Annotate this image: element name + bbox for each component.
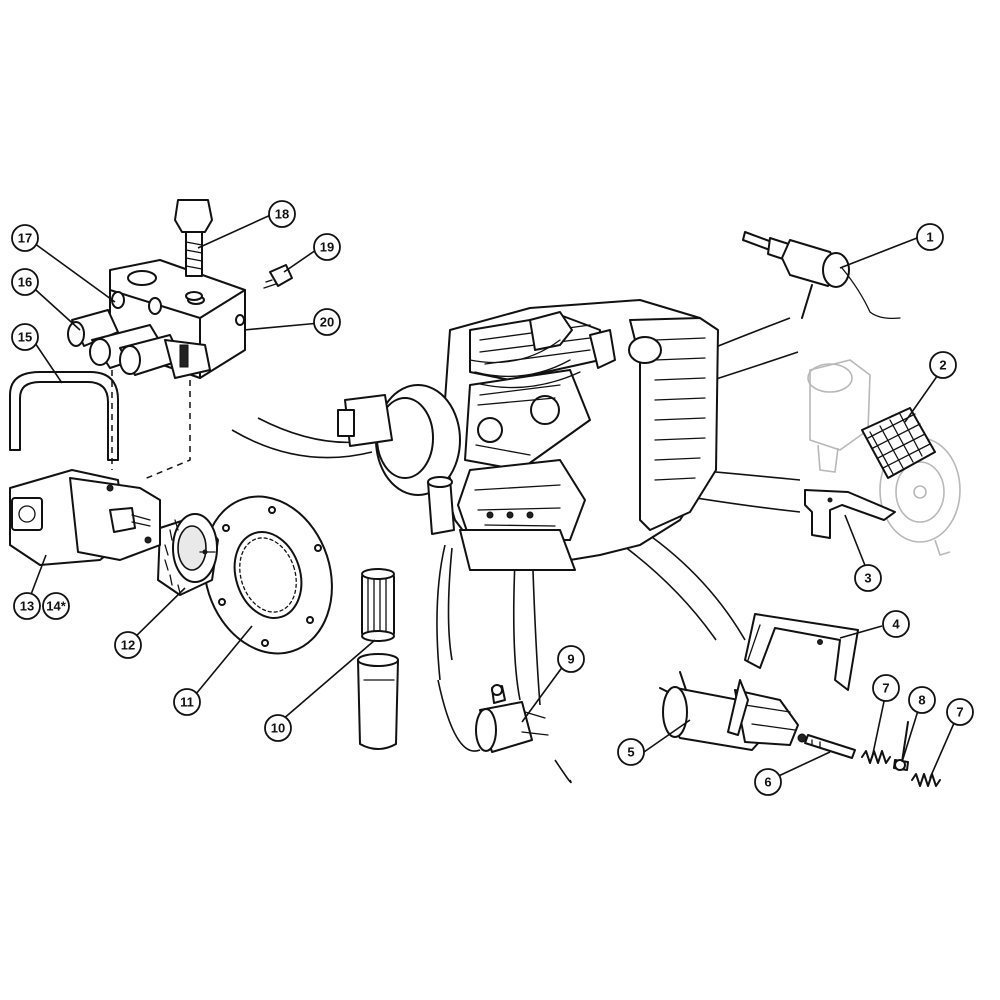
- callout-9: 9: [557, 645, 585, 673]
- callout-label: 14*: [46, 599, 66, 614]
- callout-label: 4: [892, 617, 900, 632]
- part-4-bracket: [744, 613, 859, 691]
- callout-8: 8: [908, 686, 936, 714]
- callout-label: 17: [18, 231, 32, 246]
- callout-12: 12: [114, 631, 142, 659]
- callout-label: 2: [939, 358, 946, 373]
- callout-3: 3: [854, 564, 882, 592]
- callout-15: 15: [11, 323, 39, 351]
- callout-7a: 7: [872, 674, 900, 702]
- part-6-plunger: [797, 733, 856, 759]
- callout-label: 6: [764, 775, 771, 790]
- callout-20: 20: [313, 308, 341, 336]
- part-1-solenoid: [742, 231, 901, 320]
- callout-label: 15: [18, 330, 32, 345]
- part-3-bracket: [804, 489, 896, 539]
- callout-label: 13: [20, 599, 34, 614]
- callout-7b: 7: [946, 698, 974, 726]
- part-5-solenoid: [659, 671, 799, 751]
- callout-label: 19: [320, 240, 334, 255]
- callout-4: 4: [882, 610, 910, 638]
- engine-assembly: [337, 299, 719, 571]
- callout-13: 13: [13, 592, 41, 620]
- callout-label: 7: [882, 681, 889, 696]
- callout-label: 9: [567, 652, 574, 667]
- callout-label: 8: [918, 693, 925, 708]
- part-10-filter-element: [357, 568, 399, 750]
- part-12-coupling: [157, 513, 219, 596]
- callout-label: 12: [121, 638, 135, 653]
- callout-label: 7: [956, 705, 963, 720]
- part-7-spring-a: [861, 750, 891, 764]
- part-17-solenoid-valve: [89, 324, 211, 379]
- part-18-relief-valve: [174, 199, 213, 301]
- part-9-fuel-filter: [475, 684, 549, 753]
- part-7-spring-b: [911, 773, 941, 787]
- callout-label: 20: [320, 315, 334, 330]
- callout-label: 16: [18, 275, 32, 290]
- flow-lines: [111, 370, 191, 481]
- callout-11: 11: [173, 688, 201, 716]
- callout-label: 1: [926, 230, 933, 245]
- part-11-adaptor-plate: [203, 495, 333, 655]
- callout-5: 5: [617, 738, 645, 766]
- part-2-air-cleaner: [807, 359, 961, 556]
- callout-19: 19: [313, 233, 341, 261]
- callout-2: 2: [929, 351, 957, 379]
- callout-label: 10: [271, 721, 285, 736]
- callout-10: 10: [264, 714, 292, 742]
- callout-label: 18: [275, 207, 289, 222]
- callout-label: 5: [627, 745, 634, 760]
- part-8-pin: [893, 721, 909, 771]
- callout-16: 16: [11, 268, 39, 296]
- part-13-hydraulic-pump: [9, 469, 161, 566]
- callout-14: 14*: [42, 592, 70, 620]
- callout-label: 3: [864, 571, 871, 586]
- part-15-hose: [9, 371, 119, 461]
- callout-6: 6: [754, 768, 782, 796]
- part-16-valve-cartridge: [67, 309, 119, 347]
- callout-1: 1: [916, 223, 944, 251]
- callout-17: 17: [11, 224, 39, 252]
- callout-18: 18: [268, 200, 296, 228]
- callout-label: 11: [180, 695, 194, 710]
